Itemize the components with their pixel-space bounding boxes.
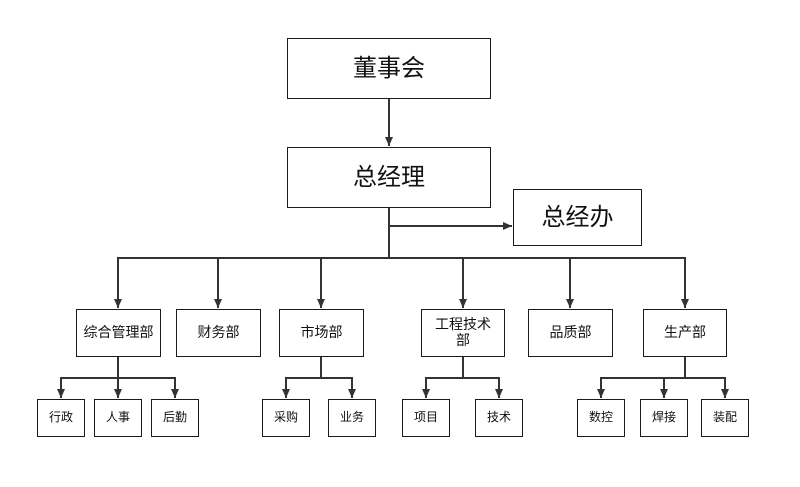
node-dept-shichang-label: 市场部 — [300, 324, 343, 341]
node-leaf-xingzheng: 行政 — [37, 399, 85, 437]
node-dept-gongcheng: 工程技术部 — [421, 309, 505, 357]
node-leaf-yewu: 业务 — [328, 399, 376, 437]
node-dept-shengchan: 生产部 — [643, 309, 727, 357]
node-leaf-zhuangpei-label: 装配 — [712, 410, 737, 425]
node-dept-pinzhi-label: 品质部 — [549, 324, 592, 341]
node-general-manager-label: 总经理 — [353, 162, 425, 191]
node-dept-shichang: 市场部 — [279, 309, 364, 357]
node-board: 董事会 — [287, 38, 491, 99]
node-leaf-shukong: 数控 — [577, 399, 625, 437]
node-dept-zonghe: 综合管理部 — [76, 309, 161, 357]
node-leaf-jishu: 技术 — [475, 399, 523, 437]
node-leaf-hanjie-label: 焊接 — [651, 410, 676, 425]
node-leaf-caigou: 采购 — [262, 399, 310, 437]
node-leaf-zhuangpei: 装配 — [701, 399, 749, 437]
node-leaf-yewu-label: 业务 — [339, 410, 364, 425]
node-general-manager: 总经理 — [287, 147, 491, 208]
node-leaf-hanjie: 焊接 — [640, 399, 688, 437]
node-dept-caiwu: 财务部 — [176, 309, 261, 357]
node-leaf-xiangmu-label: 项目 — [413, 410, 438, 425]
node-gm-office: 总经办 — [513, 189, 642, 246]
node-dept-caiwu-label: 财务部 — [197, 324, 240, 341]
node-leaf-renshi: 人事 — [94, 399, 142, 437]
node-gm-office-label: 总经办 — [541, 202, 614, 231]
node-dept-gongcheng-label: 工程技术部 — [435, 316, 491, 349]
node-board-label: 董事会 — [353, 53, 425, 82]
node-leaf-houqin: 后勤 — [151, 399, 199, 437]
node-leaf-jishu-label: 技术 — [486, 410, 511, 425]
node-leaf-xiangmu: 项目 — [402, 399, 450, 437]
node-leaf-shukong-label: 数控 — [588, 410, 613, 425]
node-leaf-renshi-label: 人事 — [105, 410, 130, 425]
node-leaf-caigou-label: 采购 — [273, 410, 298, 425]
node-dept-shengchan-label: 生产部 — [664, 324, 706, 341]
node-leaf-houqin-label: 后勤 — [162, 410, 187, 425]
node-leaf-xingzheng-label: 行政 — [48, 410, 73, 425]
node-dept-pinzhi: 品质部 — [528, 309, 613, 357]
node-dept-zonghe-label: 综合管理部 — [83, 324, 154, 341]
